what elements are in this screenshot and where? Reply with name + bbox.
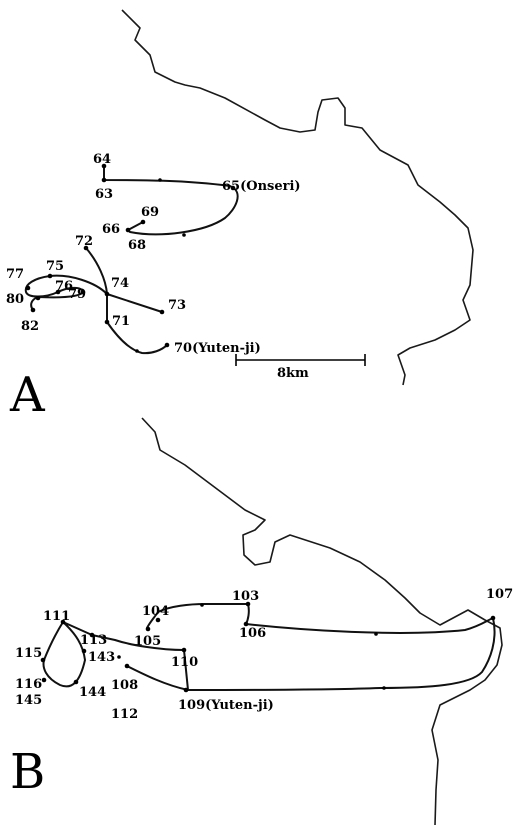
point-69: [140, 219, 146, 225]
label-116: 116: [15, 677, 42, 692]
point-115: [40, 657, 46, 663]
point-143: [81, 648, 87, 654]
point-b4: [382, 686, 386, 690]
route-b-return: [42, 621, 189, 691]
label-143: 143: [88, 650, 115, 665]
label-75: 75: [46, 259, 64, 274]
point-65: [230, 185, 236, 191]
point-103: [245, 601, 251, 607]
label-64: 64: [93, 152, 111, 167]
label-76: 76: [55, 279, 73, 294]
label-80: 80: [6, 292, 24, 307]
label-63: 63: [95, 187, 113, 202]
point-b3: [117, 655, 121, 659]
label-72: 72: [75, 234, 93, 249]
point-73: [159, 309, 165, 315]
point-105: [145, 626, 151, 632]
coastline-a: [121, 9, 474, 386]
label-110: 110: [171, 655, 198, 670]
point-144: [73, 679, 79, 685]
label-104: 104: [142, 604, 169, 619]
point-71: [104, 319, 110, 325]
scale-bar: 8km: [235, 354, 366, 381]
label-145: 145: [15, 693, 42, 708]
point-116: [41, 677, 47, 683]
coastline-b: [141, 417, 503, 826]
label-65: 65(Onseri): [222, 179, 301, 194]
label-79: 79: [68, 287, 86, 302]
label-77: 77: [6, 267, 24, 282]
point-b1: [200, 603, 204, 607]
label-107: 107: [486, 587, 513, 602]
scale-label: 8km: [277, 366, 309, 381]
point-113: [89, 632, 95, 638]
point-109: [183, 687, 189, 693]
point-108: [124, 663, 130, 669]
label-115: 115: [15, 646, 42, 661]
point-104: [155, 617, 161, 623]
point-80: [35, 295, 41, 301]
point-64: [101, 163, 107, 169]
point-110: [181, 647, 187, 653]
label-111: 111: [43, 609, 70, 624]
label-112: 112: [111, 707, 138, 722]
label-70: 70(Yuten-ji): [174, 341, 261, 356]
route-b-points: [40, 601, 496, 693]
label-68: 68: [128, 238, 146, 253]
point-77: [25, 285, 31, 291]
panel-a: 64 63 65(Onseri) 69 66 68 72 75 77 76 74…: [6, 9, 474, 423]
point-74: [104, 291, 110, 297]
point-79: [80, 289, 86, 295]
point-63: [101, 177, 107, 183]
point-75: [47, 273, 53, 279]
point-107: [490, 615, 496, 621]
point-72: [83, 245, 89, 251]
point-66: [125, 227, 131, 233]
route-b-labels: 103 107 104 106 105 111 113 115 143 110 …: [15, 587, 513, 722]
label-103: 103: [232, 589, 259, 604]
route-b-outbound: [146, 603, 496, 691]
label-71: 71: [112, 314, 130, 329]
label-73: 73: [168, 298, 186, 313]
point-111: [60, 619, 66, 625]
label-82: 82: [21, 319, 39, 334]
point-a3: [135, 349, 139, 353]
point-82: [30, 307, 36, 313]
panel-a-letter: A: [9, 367, 46, 423]
route-a-southern-loop: [85, 247, 168, 355]
point-a2: [182, 233, 186, 237]
label-105: 105: [134, 634, 161, 649]
point-70: [164, 342, 170, 348]
label-144: 144: [79, 685, 106, 700]
route-a-points: [25, 163, 236, 353]
route-a-labels: 64 63 65(Onseri) 69 66 68 72 75 77 76 74…: [6, 152, 301, 356]
panel-b-letter: B: [10, 744, 45, 800]
label-113: 113: [80, 633, 107, 648]
label-66: 66: [102, 222, 120, 237]
route-a-westward-loop: [24, 274, 163, 313]
label-74: 74: [111, 276, 129, 291]
point-a1: [158, 178, 162, 182]
point-106: [243, 621, 249, 627]
label-108: 108: [111, 678, 138, 693]
label-69: 69: [141, 205, 159, 220]
point-b2: [374, 632, 378, 636]
label-109: 109(Yuten-ji): [178, 698, 274, 713]
panel-b: 103 107 104 106 105 111 113 115 143 110 …: [10, 417, 513, 826]
label-106: 106: [239, 626, 266, 641]
route-a-northern-loop: [103, 165, 239, 236]
point-76: [55, 289, 61, 295]
